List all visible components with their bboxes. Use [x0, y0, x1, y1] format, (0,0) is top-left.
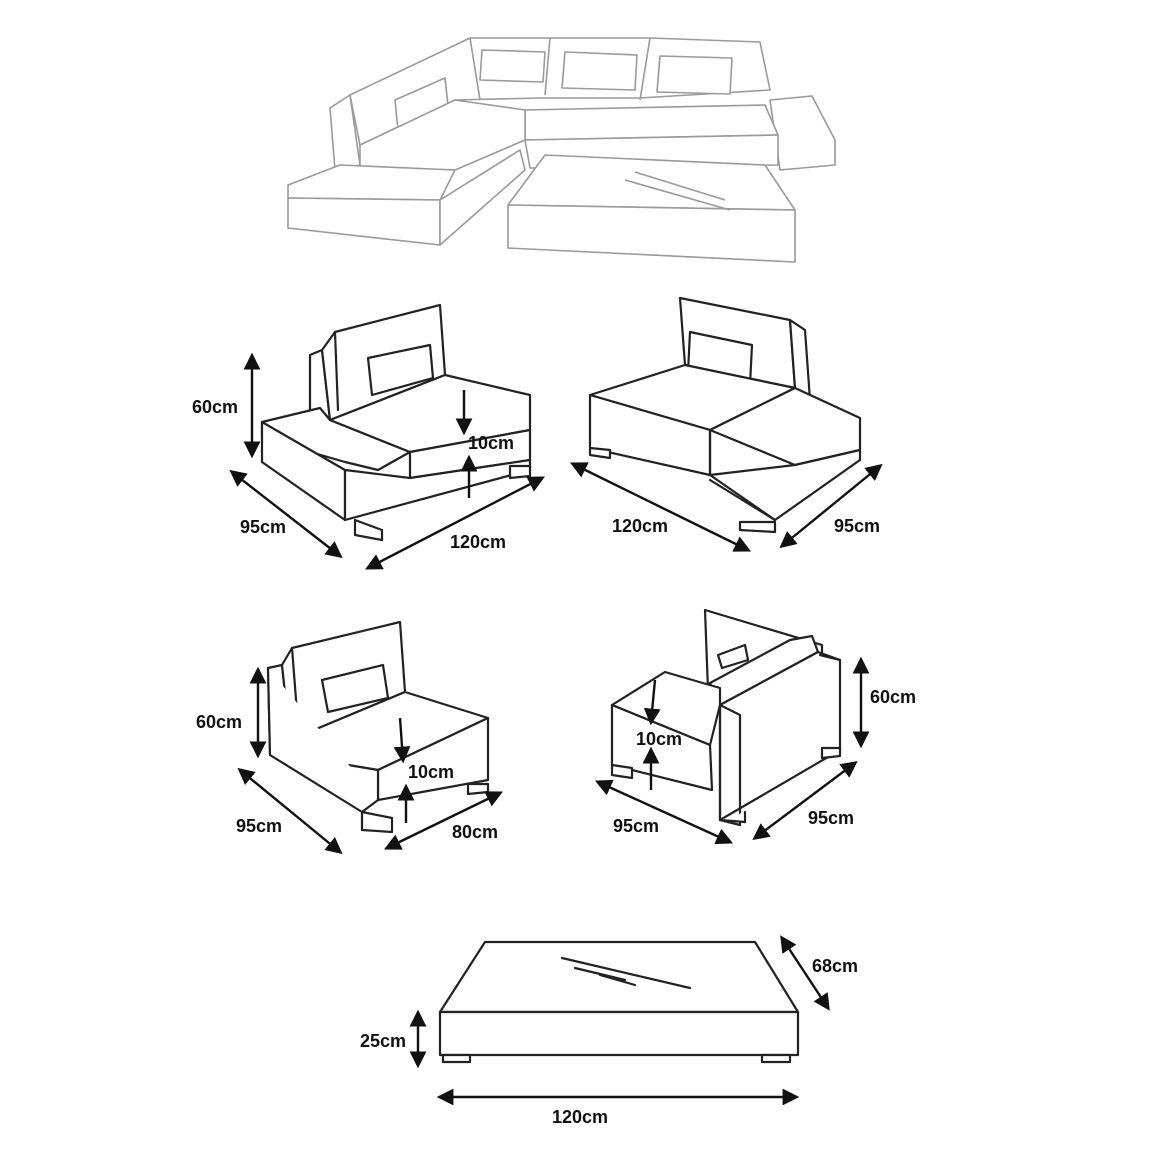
corner-arm-height-label: 60cm: [870, 687, 916, 707]
overview-sectional-illustration: [287, 37, 836, 263]
left-corner-width-label: 120cm: [450, 532, 506, 552]
coffee-table-depth-label: 68cm: [812, 956, 858, 976]
middle-seat-label: 10cm: [408, 762, 454, 782]
corner-arm-dimension-arrows: [594, 656, 870, 845]
left-corner-seat-label: 10cm: [468, 433, 514, 453]
coffee-table-height-label: 25cm: [360, 1031, 406, 1051]
coffee-table-drawing: [438, 940, 800, 1064]
left-corner-depth-label: 95cm: [240, 517, 286, 537]
right-corner-dimension-arrows: [569, 462, 883, 552]
left-corner-dimension-arrows: [229, 352, 545, 570]
right-corner-depth-label: 95cm: [834, 516, 880, 536]
corner-arm-depth-label: 95cm: [613, 816, 659, 836]
middle-module-drawing: [266, 620, 490, 834]
middle-dimension-arrows: [237, 666, 504, 855]
corner-arm-module-drawing: [610, 608, 842, 827]
coffee-table-width-label: 120cm: [552, 1107, 608, 1127]
middle-width-label: 80cm: [452, 822, 498, 842]
middle-height-label: 60cm: [196, 712, 242, 732]
middle-depth-label: 95cm: [236, 816, 282, 836]
right-corner-module-drawing: [588, 296, 862, 534]
corner-arm-seat-label: 10cm: [636, 729, 682, 749]
right-corner-width-label: 120cm: [612, 516, 668, 536]
left-corner-height-label: 60cm: [192, 397, 238, 417]
corner-arm-width-label: 95cm: [808, 808, 854, 828]
coffee-table-dimension-arrows: [409, 935, 830, 1106]
